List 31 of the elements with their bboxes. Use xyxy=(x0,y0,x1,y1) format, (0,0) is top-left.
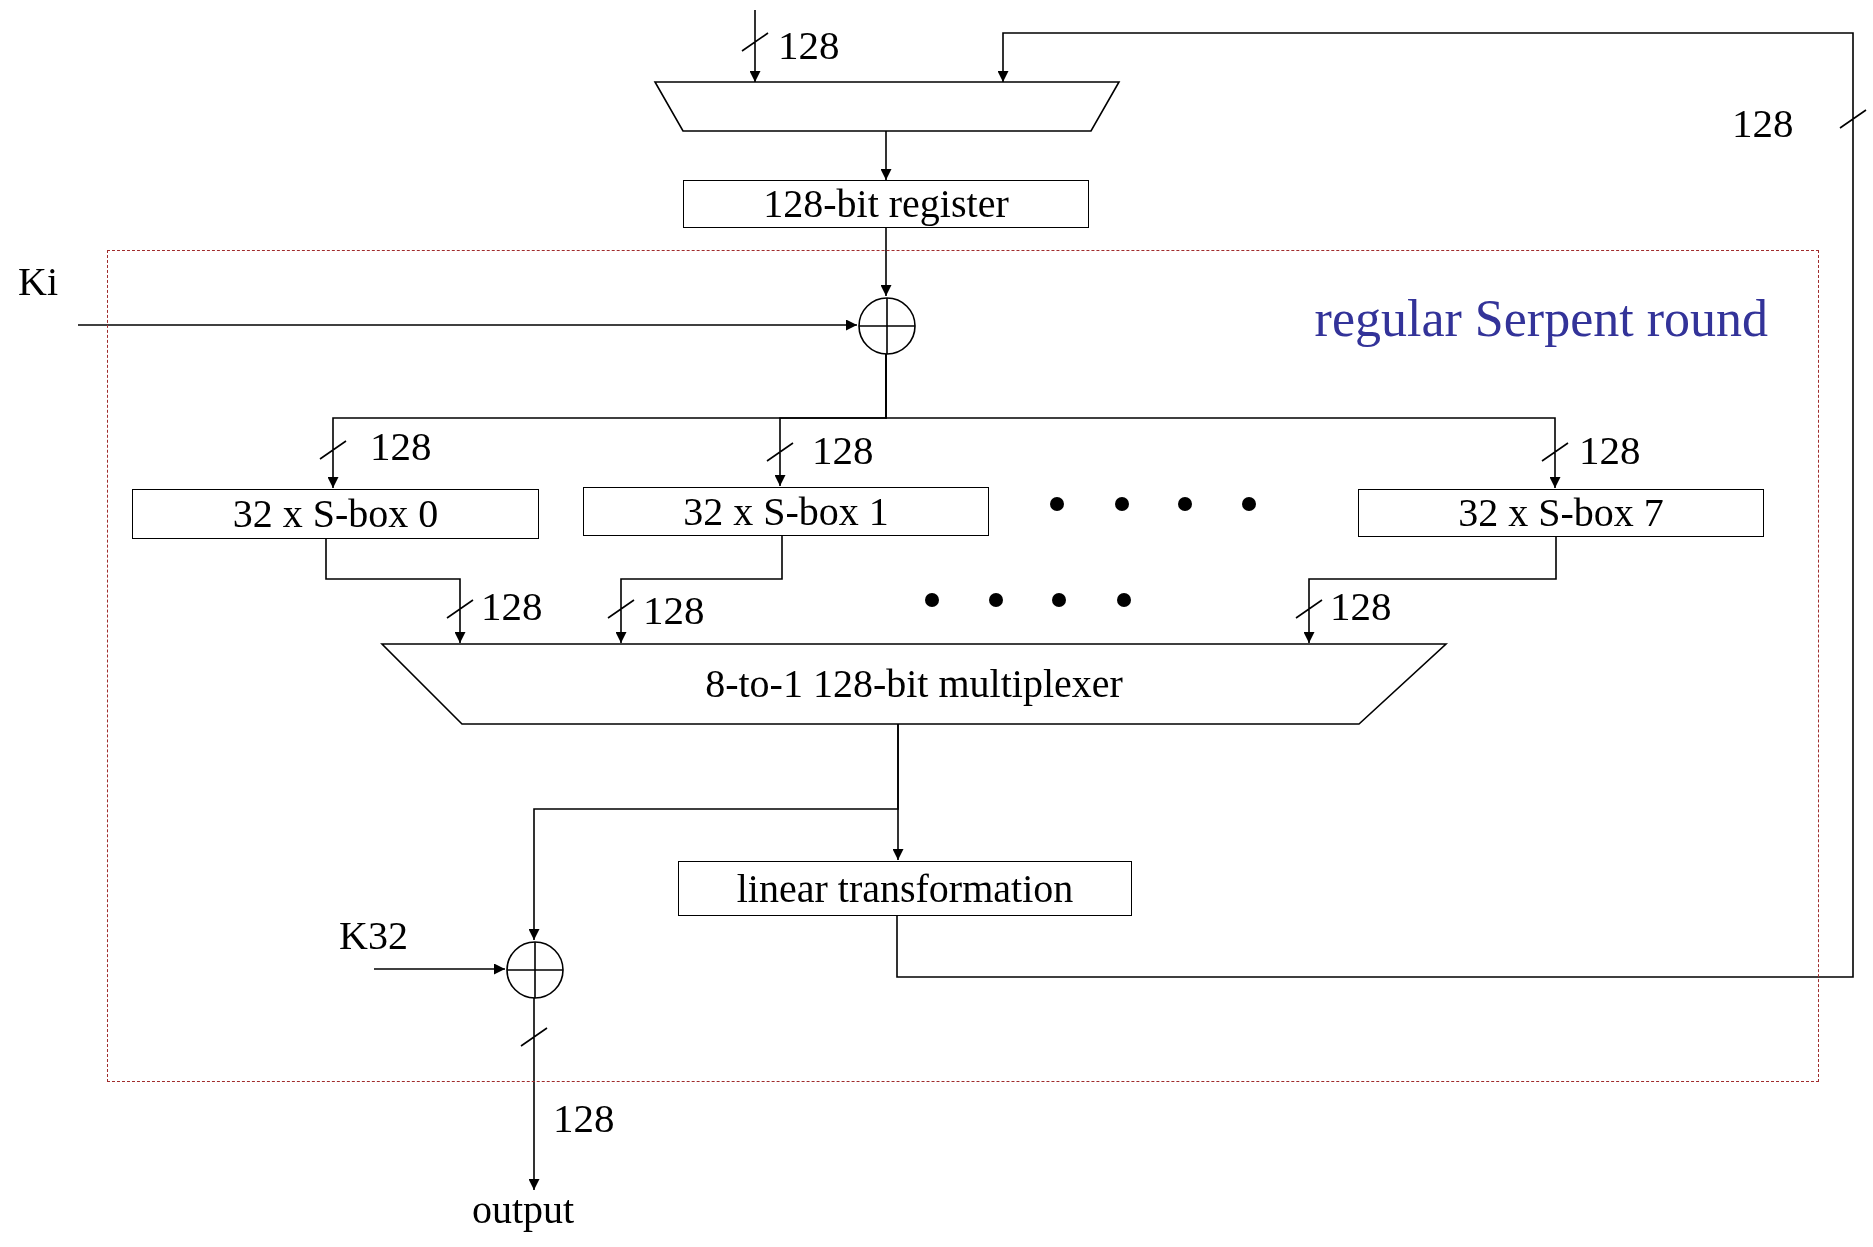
xor-circle xyxy=(858,297,916,355)
arrow xyxy=(77,319,858,331)
arrow xyxy=(607,534,783,644)
arrow xyxy=(896,32,1867,978)
arrow xyxy=(373,963,506,975)
arrow xyxy=(325,537,474,644)
arrow xyxy=(885,353,1569,489)
region-title: regular Serpent round xyxy=(1314,293,1768,345)
multiplexer-trapezoid xyxy=(655,82,1119,131)
signal-label: Ki xyxy=(18,262,58,302)
arrow xyxy=(520,997,548,1191)
dashed-region xyxy=(107,250,1819,1082)
process-box xyxy=(678,861,1132,916)
signal-label: K32 xyxy=(339,916,408,956)
multiplexer-label: 8-to-1 128-bit multiplexer xyxy=(705,664,1123,704)
box-label: 32 x S-box 7 xyxy=(1458,493,1664,533)
arrow xyxy=(880,227,892,297)
process-box xyxy=(683,180,1089,228)
arrow xyxy=(741,9,769,83)
signal-label: output xyxy=(472,1190,575,1230)
process-box xyxy=(1358,489,1764,537)
box-label: 32 x S-box 1 xyxy=(683,491,889,532)
arrow xyxy=(1295,535,1557,644)
multiplexer-trapezoid xyxy=(382,644,1446,724)
xor-circle xyxy=(506,941,564,999)
box-label: 32 x S-box 0 xyxy=(232,494,439,534)
arrow xyxy=(880,130,892,181)
process-box xyxy=(132,489,539,539)
box-label: 128-bit register xyxy=(763,184,1009,224)
box-label: linear transformation xyxy=(736,868,1074,909)
process-box xyxy=(583,487,989,536)
